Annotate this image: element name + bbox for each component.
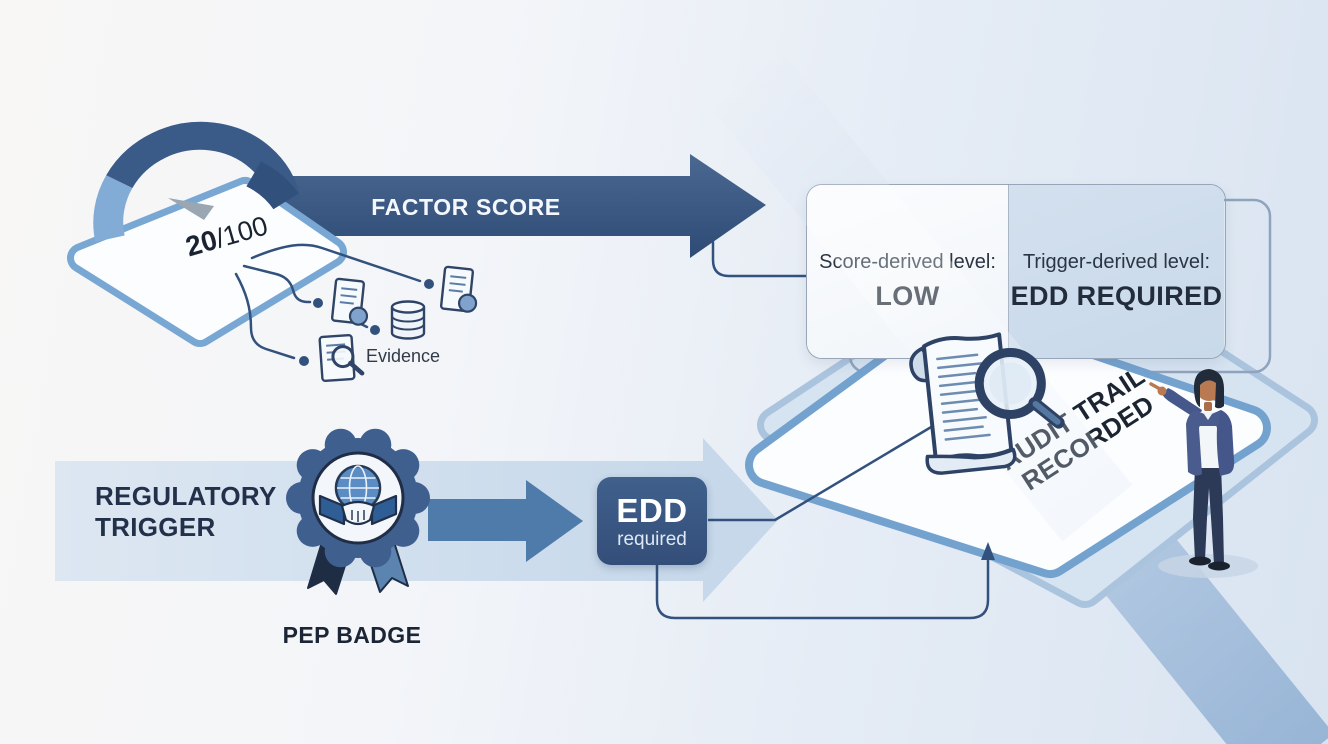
magnifier-icon [974, 347, 1065, 429]
pep-badge-icon [286, 428, 430, 595]
edd-title: EDD [616, 491, 688, 529]
gauge-needle-icon [168, 198, 214, 220]
document-coin-icon [330, 277, 369, 326]
person-blazer [1212, 410, 1235, 476]
trigger-derived-section: Trigger-derived level: EDD REQUIRED [1009, 185, 1224, 358]
edd-feedback-connector [655, 554, 990, 620]
edd-subtitle: required [617, 528, 687, 550]
person-blazer [1195, 410, 1221, 426]
trigger-arrow [428, 480, 583, 562]
document-coin-icon [439, 265, 478, 313]
analyst-person-illustration [1149, 369, 1258, 578]
regulatory-trigger-label: REGULATORY TRIGGER [95, 481, 277, 542]
database-icon [390, 300, 426, 340]
shoe-icon [1189, 556, 1211, 566]
gauge-platform [67, 177, 347, 347]
person-neck [1204, 402, 1212, 411]
person-blazer [1186, 410, 1204, 476]
evidence-label: Evidence [366, 346, 441, 366]
pep-badge-label: PEP BADGE [282, 622, 422, 648]
person-legs [1193, 466, 1224, 564]
evidence-connector [250, 243, 422, 283]
score-derived-section: Score-derived level: LOW [807, 185, 1009, 358]
evidence-connector [234, 272, 296, 360]
risk-gauge-arc-icon [93, 121, 301, 242]
regulatory-trigger-line2: TRIGGER [95, 511, 216, 542]
document-magnifier-icon [318, 333, 365, 383]
globe-handshake-icon [318, 464, 398, 526]
audit-scroll-icon [909, 332, 1065, 475]
pointing-arm [1162, 388, 1202, 420]
score-to-panel-connector [711, 240, 808, 278]
score-derived-value: LOW [875, 281, 940, 311]
person-hair [1193, 369, 1225, 409]
edd-to-audit-connector [707, 415, 950, 522]
score-derived-caption: Score-derived level: [819, 251, 996, 273]
trigger-derived-value: EDD REQUIRED [1010, 281, 1223, 311]
factor-score-arrow [258, 154, 766, 258]
shoe-icon [1208, 561, 1230, 571]
trigger-derived-caption: Trigger-derived level: [1022, 251, 1211, 273]
feedback-arrowhead-icon [981, 542, 995, 560]
evidence-connector-dots [299, 279, 434, 366]
risk-level-panel: Score-derived level: LOW Trigger-derived… [806, 184, 1226, 359]
factor-score-label: FACTOR SCORE [371, 194, 561, 220]
evidence-connector [242, 264, 312, 304]
edd-required-box: EDD required [597, 477, 707, 565]
regulatory-trigger-line1: REGULATORY [95, 481, 277, 511]
